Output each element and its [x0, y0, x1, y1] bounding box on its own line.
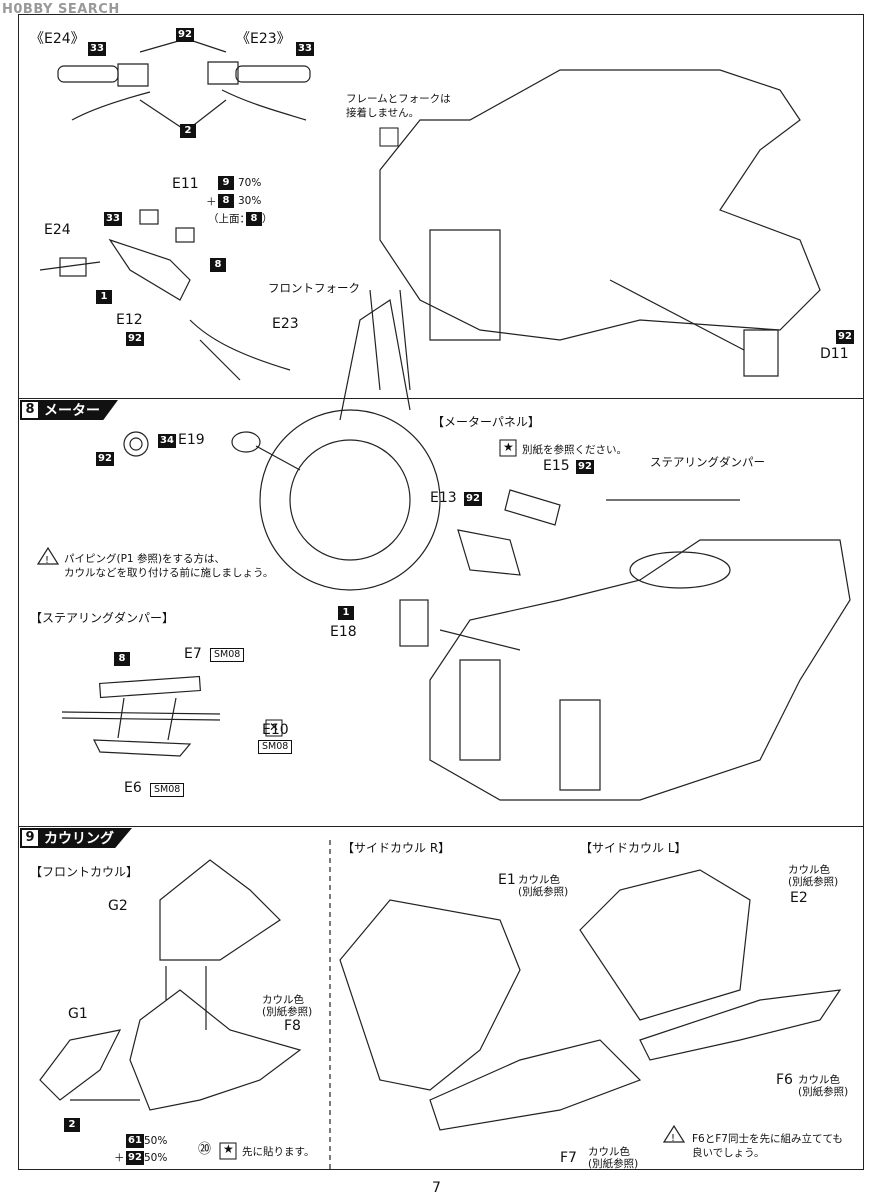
code-sm08: SM08	[150, 783, 185, 797]
f6-color-ref: (別紙参照)	[798, 1086, 849, 1098]
mix-ratio-70: 70%	[238, 177, 262, 189]
mix-color-8: 8	[218, 194, 234, 208]
part-label-f7: F7	[560, 1150, 577, 1166]
top-surface-label: （上面：	[208, 213, 250, 225]
part-number-92: 92	[126, 332, 144, 346]
part-number-33: 33	[88, 42, 106, 56]
see-separate-sheet: 別紙を参照ください。	[522, 444, 627, 456]
section8-number: 8	[22, 402, 38, 418]
steering-damper-title: 【ステアリングダンパー】	[30, 611, 175, 625]
part-label-e7: E7	[184, 646, 202, 662]
frame-fork-note: フレームとフォークは 接着しません。	[346, 93, 451, 119]
star-icon: ★	[223, 1142, 234, 1156]
piping-note-line1: パイピング(P1 参照)をする方は、	[64, 553, 226, 565]
decal-number: ⑳	[198, 1142, 212, 1157]
part-label-e19: E19	[178, 432, 205, 448]
page-number: 7	[432, 1180, 441, 1196]
star-icon: ★	[503, 440, 514, 454]
mix-ratio-50: 50%	[144, 1152, 168, 1164]
part-label-e18: E18	[330, 624, 357, 640]
cowl-color-ref: (別紙参照)	[262, 1006, 313, 1018]
mix-color-92: 92	[126, 1151, 144, 1165]
section8-title: 8 メーター	[22, 399, 100, 421]
part-number-8: 8	[114, 652, 130, 666]
part-number-8: 8	[210, 258, 226, 272]
mix-ratio-30: 30%	[238, 195, 262, 207]
code-sm08: SM08	[210, 648, 245, 662]
part-label-d11: D11	[820, 346, 849, 362]
part-label-f8: F8	[284, 1018, 301, 1034]
part-label-e23: E23	[272, 316, 299, 332]
f7-color-ref: (別紙参照)	[588, 1158, 639, 1170]
mix-color-9: 9	[218, 176, 234, 190]
plus-sign: ＋	[206, 196, 217, 208]
f6-f7-note-line1: F6とF7同士を先に組み立てても	[692, 1133, 843, 1145]
part-number-2: 2	[64, 1118, 80, 1132]
part-label-e10: E10	[262, 722, 289, 738]
part-number-92: 92	[96, 452, 114, 466]
part-label-e1: E1	[498, 872, 516, 888]
part-label-f6: F6	[776, 1072, 793, 1088]
section8-text: メーター	[44, 403, 100, 419]
svg-text:!: !	[671, 1133, 675, 1144]
e2-color-note: カウル色	[788, 864, 830, 876]
part-label-e24: E24	[44, 222, 71, 238]
part-label-e2: E2	[790, 890, 808, 906]
f6-f7-note-line2: 良いでしょう。	[692, 1147, 765, 1159]
part-label-g1: G1	[68, 1006, 88, 1022]
part-label-g2: G2	[108, 898, 128, 914]
part-number-2: 2	[180, 124, 196, 138]
part-label-e12: E12	[116, 312, 143, 328]
part-number-92: 92	[576, 460, 594, 474]
f6-f7-note: F6とF7同士を先に組み立てても 良いでしょう。	[692, 1132, 843, 1160]
piping-note-line2: カウルなどを取り付ける前に施しましょう。	[64, 567, 274, 579]
f6-color-note: カウル色	[798, 1074, 840, 1086]
top-surface-color: 8	[246, 212, 262, 226]
part-number-34: 34	[158, 434, 176, 448]
part-label-e6: E6	[124, 780, 142, 796]
part-number-92: 92	[836, 330, 854, 344]
top-surface-end: ）	[262, 213, 273, 225]
e1-color-note: カウル色	[518, 874, 560, 886]
cowl-color-note: カウル色	[262, 994, 304, 1006]
mix-color-61: 61	[126, 1134, 144, 1148]
part-number-1: 1	[338, 606, 354, 620]
steering-damper-label: ステアリングダンパー	[650, 455, 765, 469]
side-cowl-l-title: 【サイドカウル L】	[580, 841, 687, 855]
piping-note: パイピング(P1 参照)をする方は、 カウルなどを取り付ける前に施しましょう。	[64, 552, 273, 580]
f7-color-note: カウル色	[588, 1146, 630, 1158]
page-frame	[18, 14, 864, 1170]
mix-ratio-50: 50%	[144, 1135, 168, 1147]
side-cowl-r-title: 【サイドカウル R】	[342, 841, 451, 855]
front-cowl-title: 【フロントカウル】	[30, 865, 139, 879]
part-label-e15: E15	[543, 458, 570, 474]
part-number-92: 92	[176, 28, 194, 42]
part-label-e13: E13	[430, 490, 457, 506]
plus-sign: ＋	[114, 1152, 125, 1164]
section9-title-bar	[20, 828, 132, 848]
code-sm08: SM08	[258, 740, 293, 754]
divider-section8	[18, 398, 864, 399]
no-glue-icon: ✕	[269, 720, 280, 734]
part-number-1: 1	[96, 290, 112, 304]
part-number-92: 92	[464, 492, 482, 506]
part-number-33: 33	[104, 212, 122, 226]
section9-number: 9	[22, 830, 38, 846]
section9-text: カウリング	[44, 831, 114, 847]
meter-panel-title: 【メーターパネル】	[432, 415, 540, 429]
divider-section9	[18, 826, 864, 827]
part-number-33: 33	[296, 42, 314, 56]
e23-header: 《E23》	[236, 31, 291, 47]
front-fork-label: フロントフォーク	[268, 281, 360, 295]
e2-color-ref: (別紙参照)	[788, 876, 839, 888]
e1-color-ref: (別紙参照)	[518, 886, 569, 898]
section9-title: 9 カウリング	[22, 827, 114, 849]
watermark: H0BBY SEARCH	[2, 2, 120, 17]
e24-header: 《E24》	[30, 31, 85, 47]
part-label-e11: E11	[172, 176, 199, 192]
apply-first-note: 先に貼ります。	[242, 1146, 315, 1158]
section8-title-bar	[20, 400, 118, 420]
svg-text:!: !	[45, 555, 49, 566]
